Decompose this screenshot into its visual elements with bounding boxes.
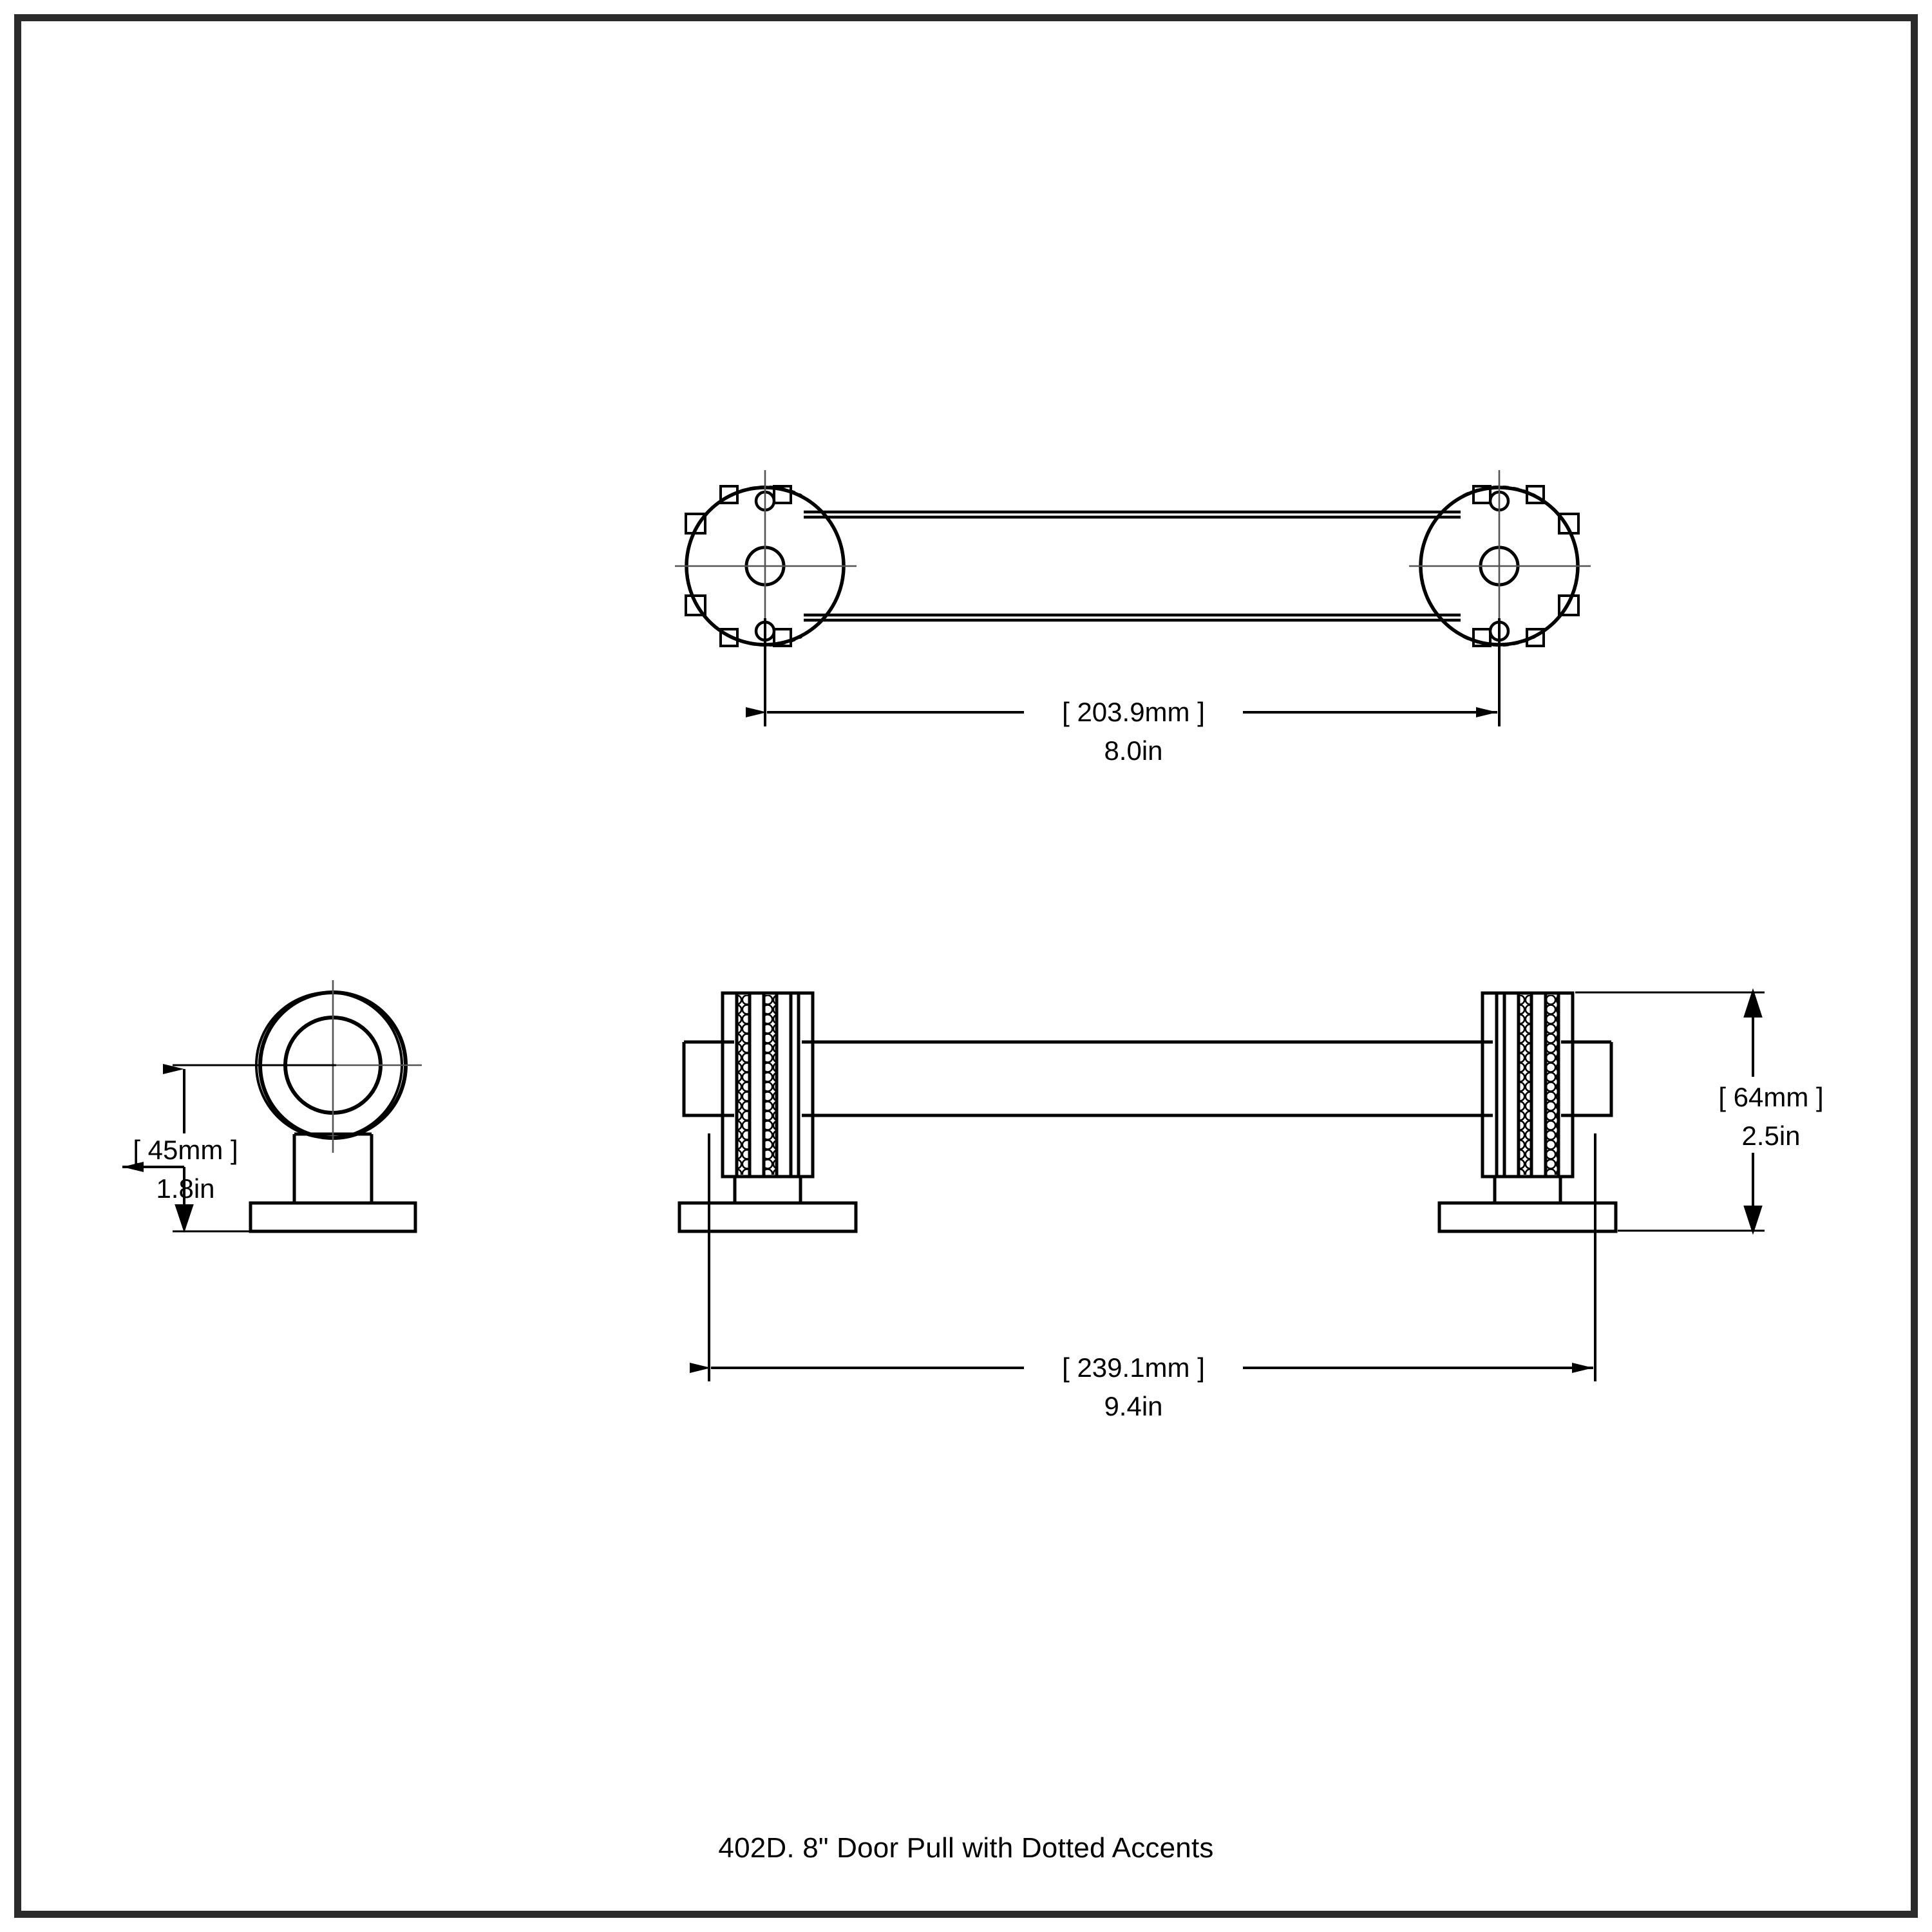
front-view-right-accent-collar	[1481, 991, 1575, 1179]
drawing-caption: 402D. 8" Door Pull with Dotted Accents	[718, 1832, 1214, 1864]
centerline-side	[246, 980, 422, 1153]
side-dim-in: 1.8in	[156, 1173, 214, 1204]
top-dim-in: 8.0in	[1104, 735, 1162, 766]
top-view-bar	[804, 510, 1461, 622]
side-view-dimension-label: [ 45mm ] 1.8in	[133, 1135, 238, 1204]
front-view-length-dimension	[690, 1133, 1596, 1381]
front-height-mm: [ 64mm ]	[1718, 1082, 1823, 1112]
top-view-dimension-label: [ 203.9mm ] 8.0in	[1062, 697, 1205, 766]
dotted-accent-beads-left-a	[738, 995, 748, 1175]
rosette-dot-accent-right	[1463, 485, 1536, 647]
front-view-height-label: [ 64mm ] 2.5in	[1718, 1082, 1823, 1151]
side-view-dimension	[122, 1064, 336, 1233]
front-view-height-dimension	[1575, 988, 1765, 1235]
front-view-right-base	[1437, 1201, 1618, 1233]
dotted-accent-beads-left-b	[765, 995, 775, 1175]
side-dim-mm: [ 45mm ]	[133, 1135, 238, 1165]
front-view-left-endcap	[682, 1040, 734, 1117]
front-height-in: 2.5in	[1741, 1121, 1800, 1151]
front-view-right-endcap	[1561, 1040, 1613, 1117]
front-view-geometry	[677, 991, 1618, 1233]
rosette-tabs-right	[1472, 485, 1580, 647]
side-view-geometry	[246, 980, 422, 1233]
front-view-left-accent-collar	[721, 991, 815, 1179]
top-view-dimension	[746, 618, 1501, 726]
front-view-left-post	[733, 1177, 802, 1203]
front-length-in: 9.4in	[1104, 1391, 1162, 1421]
dotted-accent-beads-right-b	[1547, 995, 1557, 1175]
front-length-mm: [ 239.1mm ]	[1062, 1352, 1205, 1383]
dotted-accent-beads-right-a	[1520, 995, 1530, 1175]
front-view-right-post	[1493, 1177, 1562, 1203]
top-view-geometry	[675, 470, 1591, 676]
front-view-length-label: [ 239.1mm ] 9.4in	[1062, 1352, 1205, 1421]
rosette-tabs-left	[685, 485, 792, 647]
sheet-border	[14, 14, 1918, 1918]
front-view-bar	[802, 1040, 1493, 1117]
top-dim-mm: [ 203.9mm ]	[1062, 697, 1205, 727]
rosette-dot-accent-left	[729, 485, 802, 647]
front-view-left-base	[677, 1201, 858, 1233]
